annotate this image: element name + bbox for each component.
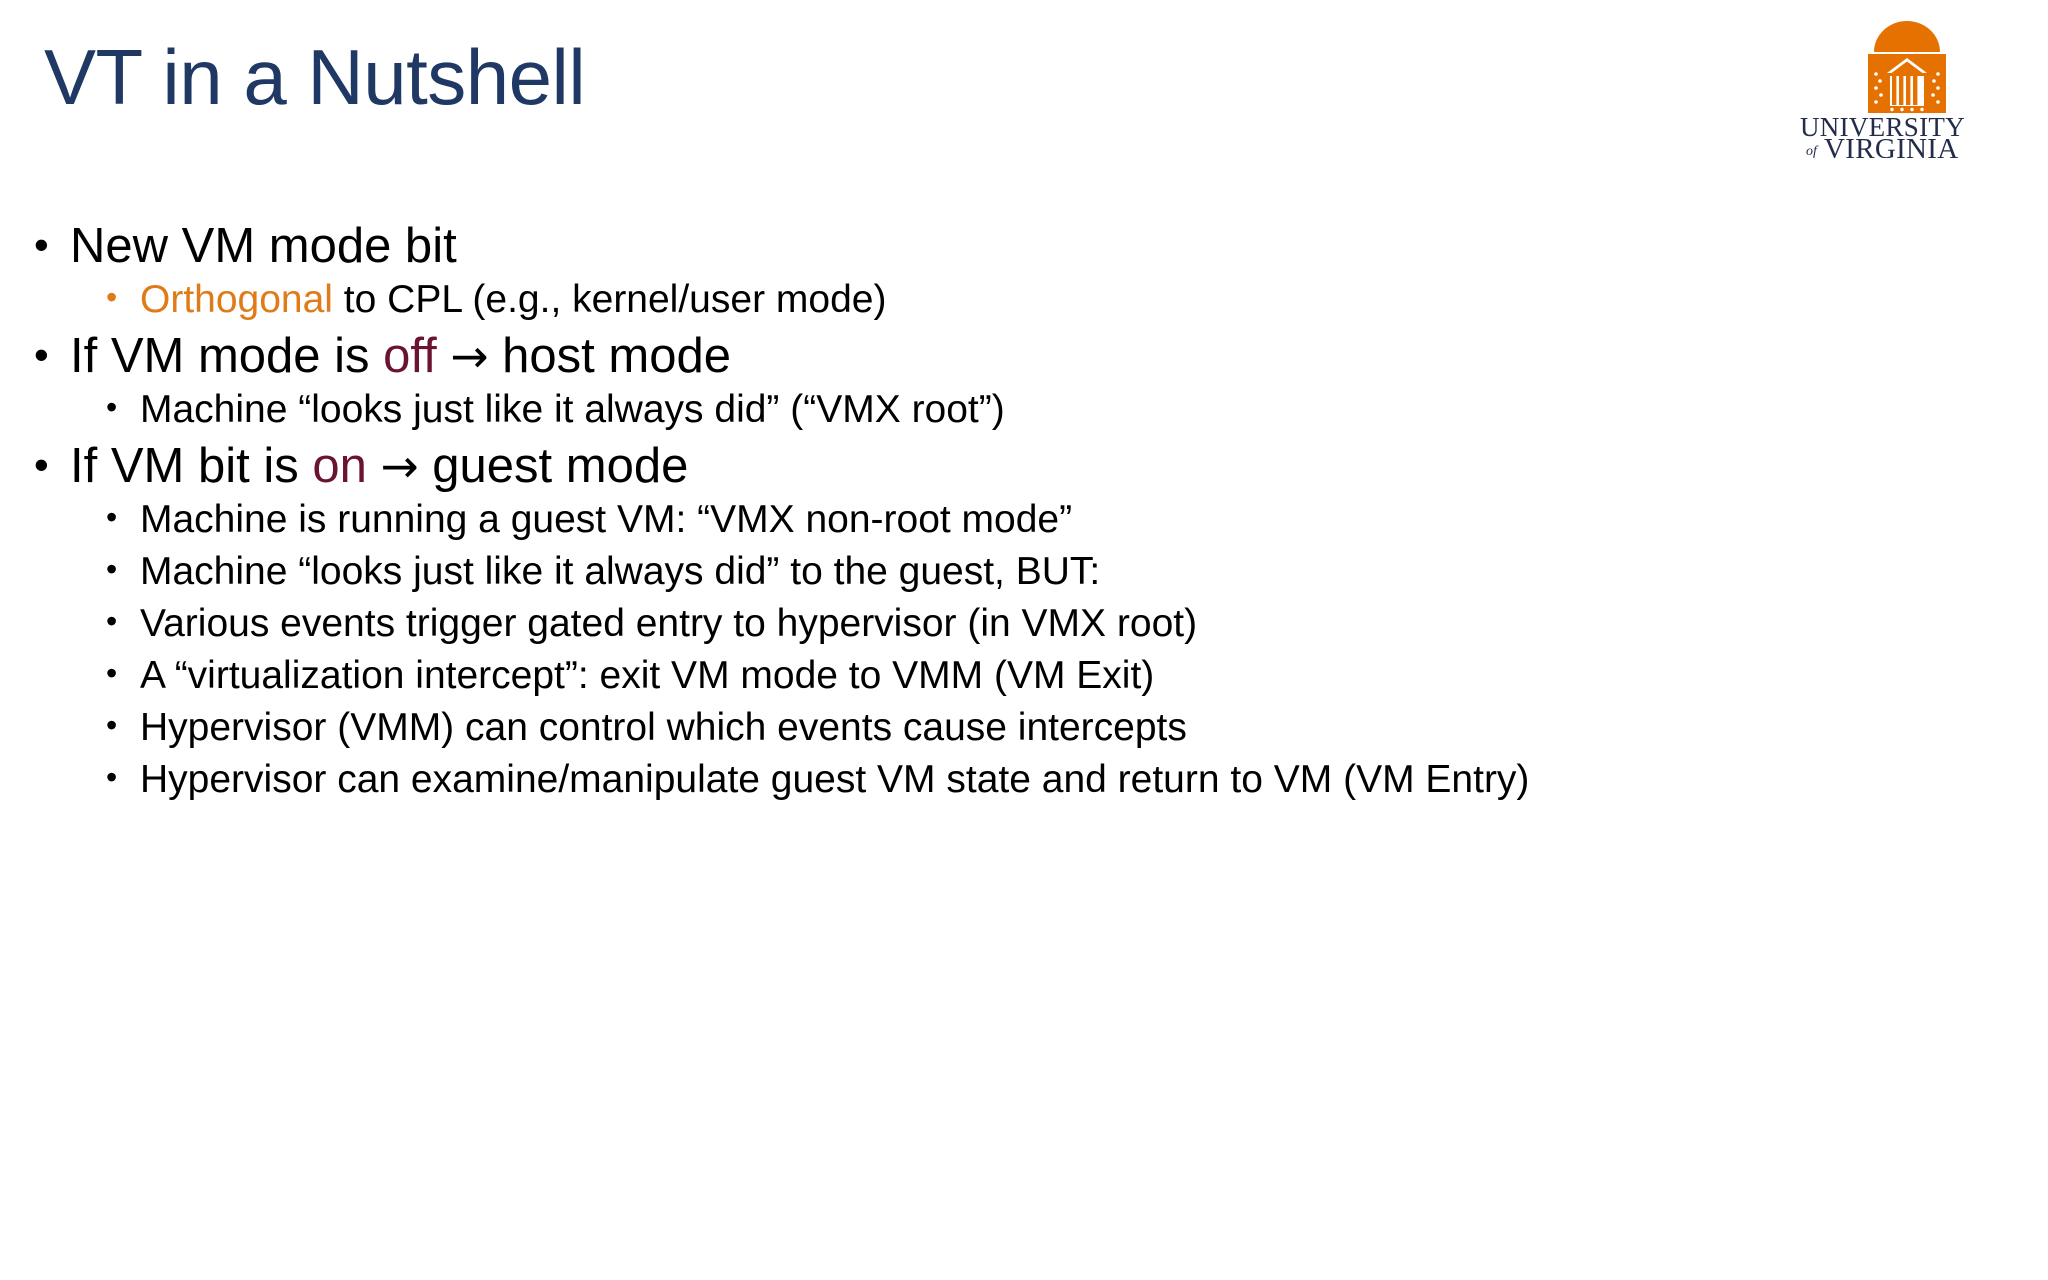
logo-line-virginia: VIRGINIA bbox=[1824, 133, 1959, 158]
bullet-level2-text: Machine “looks just like it always did” … bbox=[140, 550, 1101, 593]
bullet-level2-text: Machine “looks just like it always did” … bbox=[140, 388, 1005, 431]
logo-wordmark: UNIVERSITY of VIRGINIA bbox=[1800, 112, 1965, 158]
highlight-orthogonal: Orthogonal bbox=[140, 278, 333, 321]
bullet-level2-gated-entry: • Various events trigger gated entry to … bbox=[106, 602, 1988, 645]
bullet-group-new-vm-mode-bit: • New VM mode bit • Orthogonal to CPL (e… bbox=[34, 222, 1988, 320]
bullet-level1-new-vm-mode-bit: • New VM mode bit bbox=[34, 222, 1988, 271]
bullet-level2-text: Orthogonal to CPL (e.g., kernel/user mod… bbox=[140, 280, 1988, 319]
phrase-pre: If VM mode is bbox=[70, 329, 384, 383]
bullet-level2-vm-entry: • Hypervisor can examine/manipulate gues… bbox=[106, 758, 1988, 801]
phrase-post: guest mode bbox=[418, 439, 689, 493]
highlight-off: off bbox=[383, 329, 437, 383]
university-of-virginia-logo: UNIVERSITY of VIRGINIA bbox=[1796, 18, 2026, 158]
bullet-level1-text: New VM mode bit bbox=[70, 219, 457, 273]
bullet-level2-vmm-control-intercepts: • Hypervisor (VMM) can control which eve… bbox=[106, 706, 1988, 749]
bullet-dot-icon: • bbox=[106, 499, 118, 535]
bullet-dot-icon: • bbox=[34, 221, 49, 268]
bullet-level2-text: Machine is running a guest VM: “VMX non-… bbox=[140, 498, 1073, 541]
bullet-level2-looks-like-always-did: • Machine “looks just like it always did… bbox=[106, 550, 1988, 593]
bullet-dot-icon: • bbox=[106, 759, 118, 795]
bullet-dot-icon: • bbox=[106, 279, 118, 315]
bullet-dot-icon: • bbox=[106, 551, 118, 587]
bullet-dot-icon: • bbox=[34, 441, 49, 488]
highlight-on: on bbox=[312, 439, 367, 493]
bullet-level2-text: Various events trigger gated entry to hy… bbox=[140, 602, 1198, 645]
logo-connector-of: of bbox=[1806, 144, 1819, 158]
phrase-post: host mode bbox=[488, 329, 731, 383]
bullet-level2-vmx-root: • Machine “looks just like it always did… bbox=[106, 388, 1988, 431]
bullet-group-vm-mode-off: • If VM mode is off → host mode • Machin… bbox=[34, 332, 1988, 431]
bullet-dot-icon: • bbox=[106, 603, 118, 639]
page-title: VT in a Nutshell bbox=[44, 33, 586, 121]
phrase-pre: If VM bit is bbox=[70, 439, 313, 493]
bullet-level1-vm-mode-off: • If VM mode is off → host mode bbox=[34, 332, 1988, 381]
bullet-group-vm-bit-on: • If VM bit is on → guest mode • Machine… bbox=[34, 442, 1988, 801]
bullet-level2-text: A “virtualization intercept”: exit VM mo… bbox=[140, 654, 1155, 697]
bullet-dot-icon: • bbox=[106, 707, 118, 743]
bullet-level2-orthogonal: • Orthogonal to CPL (e.g., kernel/user m… bbox=[106, 279, 1988, 319]
logo-line-university: UNIVERSITY bbox=[1800, 112, 1965, 142]
bullet-level2-rest: to CPL (e.g., kernel/user mode) bbox=[332, 278, 887, 321]
bullet-level1-text: If VM bit is on → guest mode bbox=[70, 442, 1988, 491]
bullet-level2-text: Hypervisor (VMM) can control which event… bbox=[140, 706, 1187, 749]
bullet-dot-icon: • bbox=[106, 655, 118, 691]
rotunda-icon bbox=[1868, 21, 1946, 113]
right-arrow-icon: → bbox=[380, 440, 419, 493]
right-arrow-icon: → bbox=[450, 330, 489, 383]
bullet-dot-icon: • bbox=[106, 389, 118, 425]
bullet-level2-guest-vm-nonroot: • Machine is running a guest VM: “VMX no… bbox=[106, 498, 1988, 541]
bullet-level1-text: If VM mode is off → host mode bbox=[70, 332, 1988, 381]
bullet-level2-text: Hypervisor can examine/manipulate guest … bbox=[140, 758, 1530, 801]
bullet-dot-icon: • bbox=[34, 331, 49, 378]
bullet-level2-virtualization-intercept: • A “virtualization intercept”: exit VM … bbox=[106, 654, 1988, 697]
slide-body: • New VM mode bit • Orthogonal to CPL (e… bbox=[34, 222, 1988, 812]
bullet-level1-vm-bit-on: • If VM bit is on → guest mode bbox=[34, 442, 1988, 491]
